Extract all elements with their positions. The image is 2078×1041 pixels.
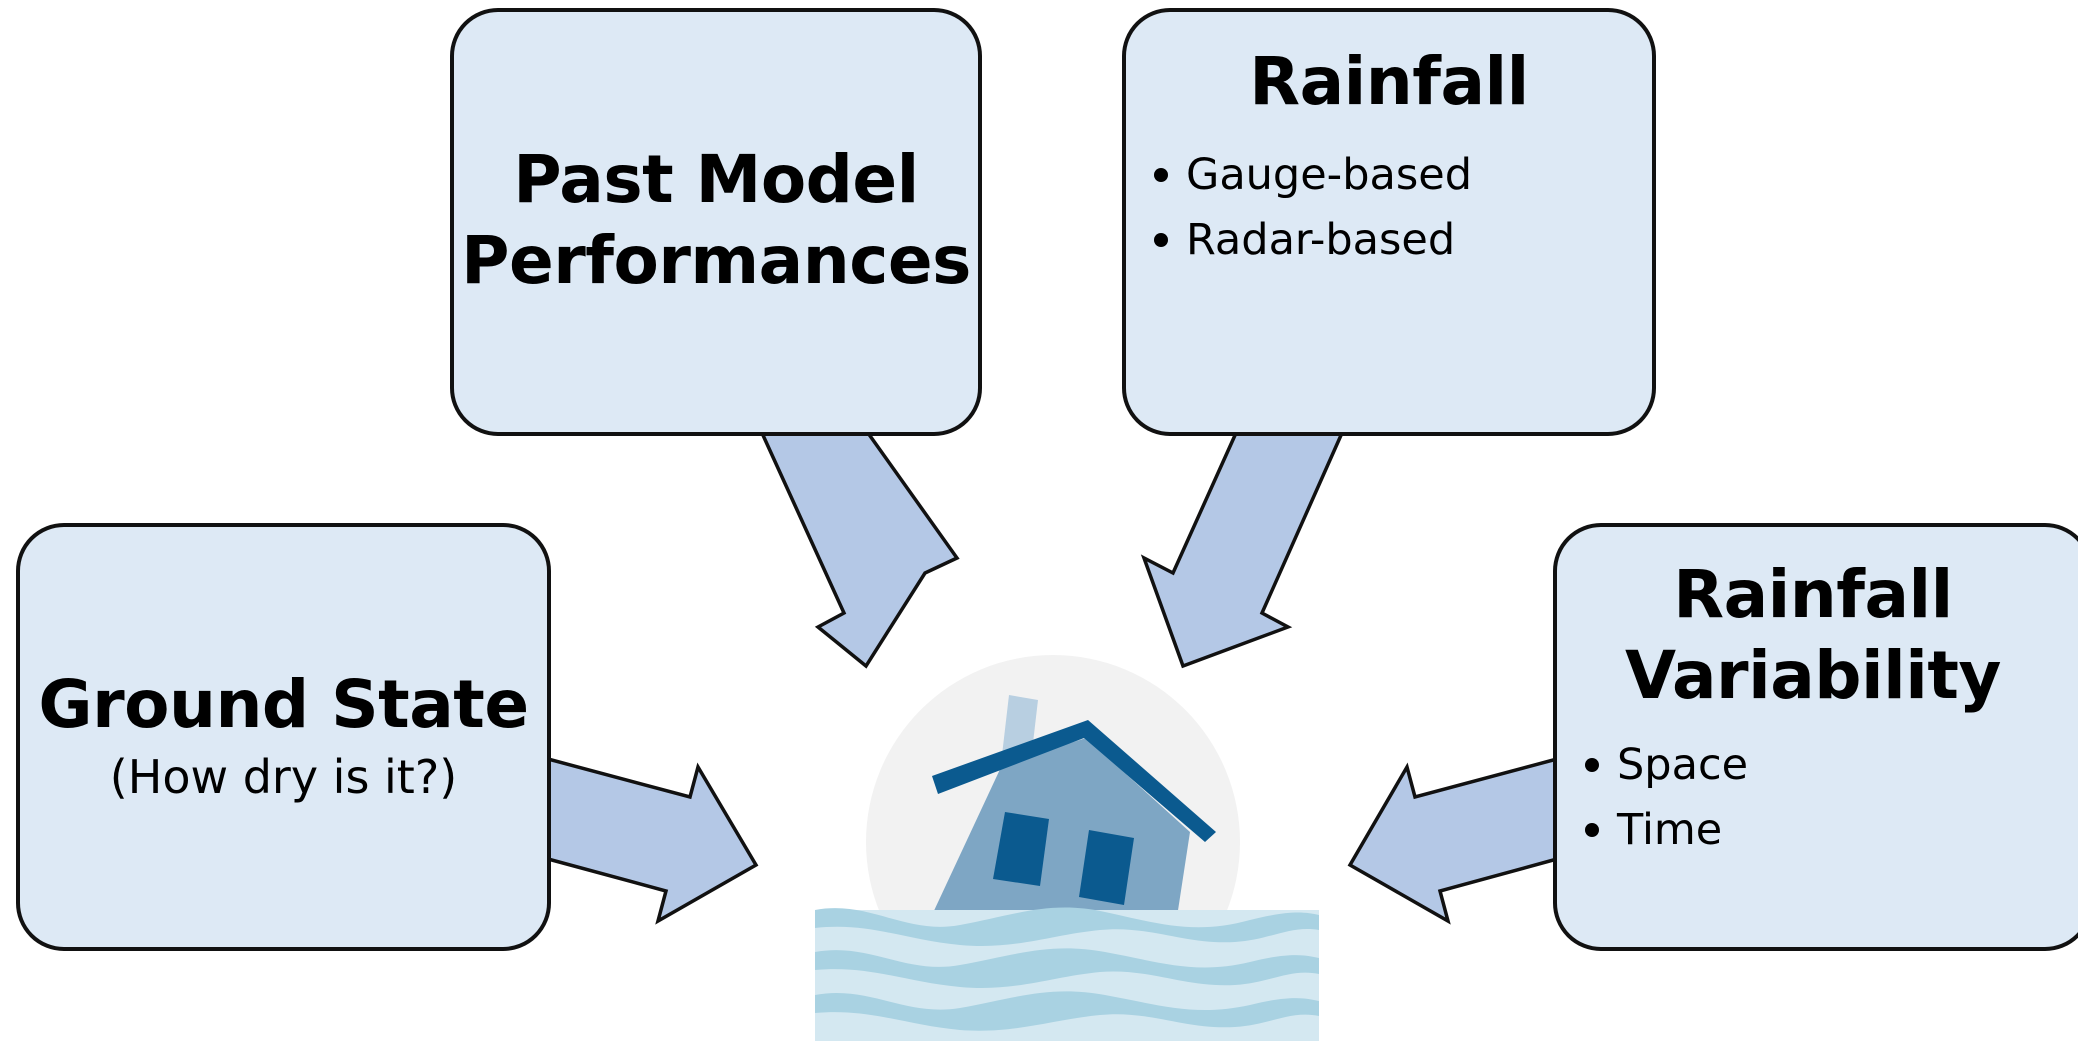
flood-water (815, 907, 1319, 1041)
arrow-rainfall-to-house (1140, 431, 1345, 669)
past-model-title-line2: Performances (461, 221, 971, 299)
flooded-house-icon (815, 655, 1319, 1041)
rainfall-variability-bullet-item: Time (1585, 797, 2078, 862)
bullet-icon (1154, 168, 1168, 183)
rainfall-bullet-list: Gauge-based Radar-based (1154, 143, 1652, 273)
rainfall-title: Rainfall (1249, 43, 1529, 120)
rainfall-variability-title-line2: Variability (1625, 636, 2001, 714)
rainfall-bullet-text: Gauge-based (1186, 150, 1472, 201)
rainfall-bullet-text: Radar-based (1186, 215, 1456, 266)
past-model-performances-box: Past Model Performances (450, 8, 982, 436)
bullet-icon (1585, 757, 1599, 772)
bullet-icon (1585, 822, 1599, 837)
house-window-left (993, 812, 1049, 886)
rainfall-bullet-item: Radar-based (1154, 208, 1652, 273)
rainfall-variability-bullet-text: Time (1617, 804, 1723, 855)
rainfall-box: Rainfall Gauge-based Radar-based (1122, 8, 1656, 436)
rainfall-variability-bullet-item: Space (1585, 732, 2078, 797)
rainfall-variability-bullet-list: Space Time (1585, 732, 2078, 862)
ground-state-title: Ground State (38, 666, 529, 743)
rainfall-variability-title: Rainfall Variability (1557, 555, 2069, 716)
past-model-title-line1: Past Model (513, 141, 919, 218)
ground-state-subtitle: (How dry is it?) (109, 749, 458, 804)
bullet-icon (1154, 233, 1168, 248)
arrow-ground-state-to-house (546, 756, 759, 925)
rainfall-variability-box: Rainfall Variability Space Time (1553, 523, 2078, 951)
rainfall-variability-title-line1: Rainfall (1673, 556, 1953, 633)
rainfall-variability-bullet-text: Space (1617, 739, 1749, 790)
arrow-past-model-to-house (759, 431, 960, 669)
arrow-variability-to-house (1347, 756, 1559, 925)
past-model-title: Past Model Performances (454, 140, 978, 301)
rainfall-bullet-item: Gauge-based (1154, 143, 1652, 208)
ground-state-box: Ground State (How dry is it?) (16, 523, 551, 951)
house-window-right (1079, 830, 1134, 905)
